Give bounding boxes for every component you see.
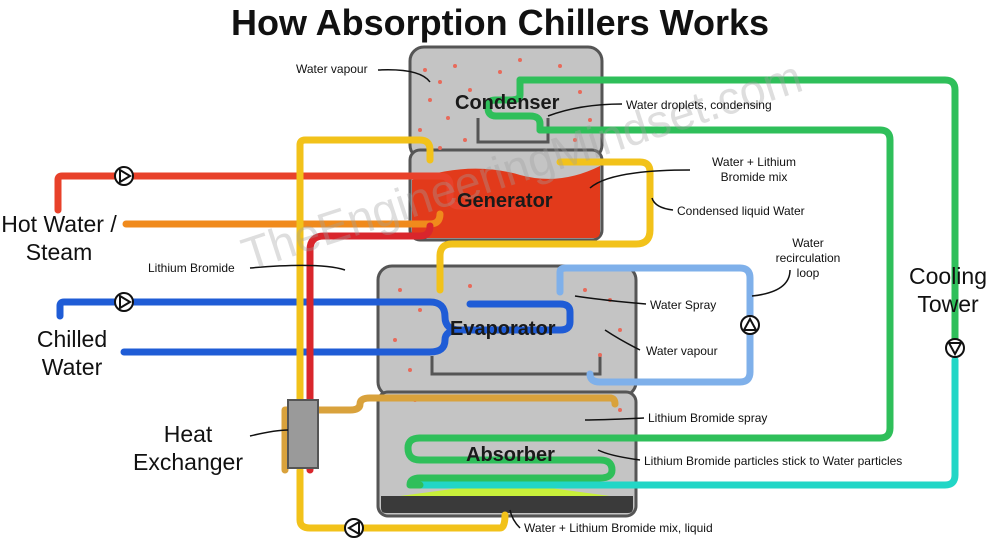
- page-title: How Absorption Chillers Works: [230, 2, 770, 43]
- hot-water-pump-icon: [114, 166, 134, 186]
- generator-label: Generator: [457, 190, 553, 212]
- annotation-water-vapour-top: Water vapour: [296, 62, 368, 76]
- leader-lines: [249, 69, 791, 529]
- solution-pump-icon: [344, 518, 364, 538]
- pump-icons: [114, 166, 965, 538]
- absorber-label: Absorber: [466, 444, 555, 466]
- evaporator-label: Evaporator: [450, 318, 556, 340]
- annotation-libr-spray: Lithium Bromide spray: [648, 411, 768, 425]
- annotation-water-vapour-evap: Water vapour: [646, 344, 718, 358]
- generator-vessel: [408, 148, 604, 242]
- annotation-water-spray: Water Spray: [650, 298, 717, 312]
- annotation-water-libr-mix: Water + Lithium Bromide mix: [712, 155, 796, 184]
- chilled-water-label: Chilled Water: [36, 326, 108, 380]
- heat-exchanger-label: Heat Exchanger: [133, 421, 243, 475]
- chilled-water-pump-icon: [114, 292, 134, 312]
- annotation-lithium-bromide: Lithium Bromide: [148, 261, 235, 275]
- annotation-water-droplets: Water droplets, condensing: [626, 98, 772, 112]
- annotation-particles-stick: Lithium Bromide particles stick to Water…: [644, 454, 903, 468]
- annotation-recirculation-loop: Water recirculation loop: [775, 236, 841, 280]
- hot-water-label: Hot Water / Steam: [1, 211, 117, 265]
- heat-exchanger-box: [287, 399, 319, 469]
- evaporator-tray: [430, 356, 602, 376]
- cooling-tower-pump-icon: [945, 338, 965, 358]
- pipes: [54, 76, 959, 532]
- condenser-label: Condenser: [455, 92, 560, 114]
- recirculation-pump-icon: [740, 315, 760, 335]
- cooling-tower-label: Cooling Tower: [909, 263, 987, 317]
- annotation-mix-liquid: Water + Lithium Bromide mix, liquid: [524, 521, 713, 535]
- annotation-condensed-liquid: Condensed liquid Water: [677, 204, 805, 218]
